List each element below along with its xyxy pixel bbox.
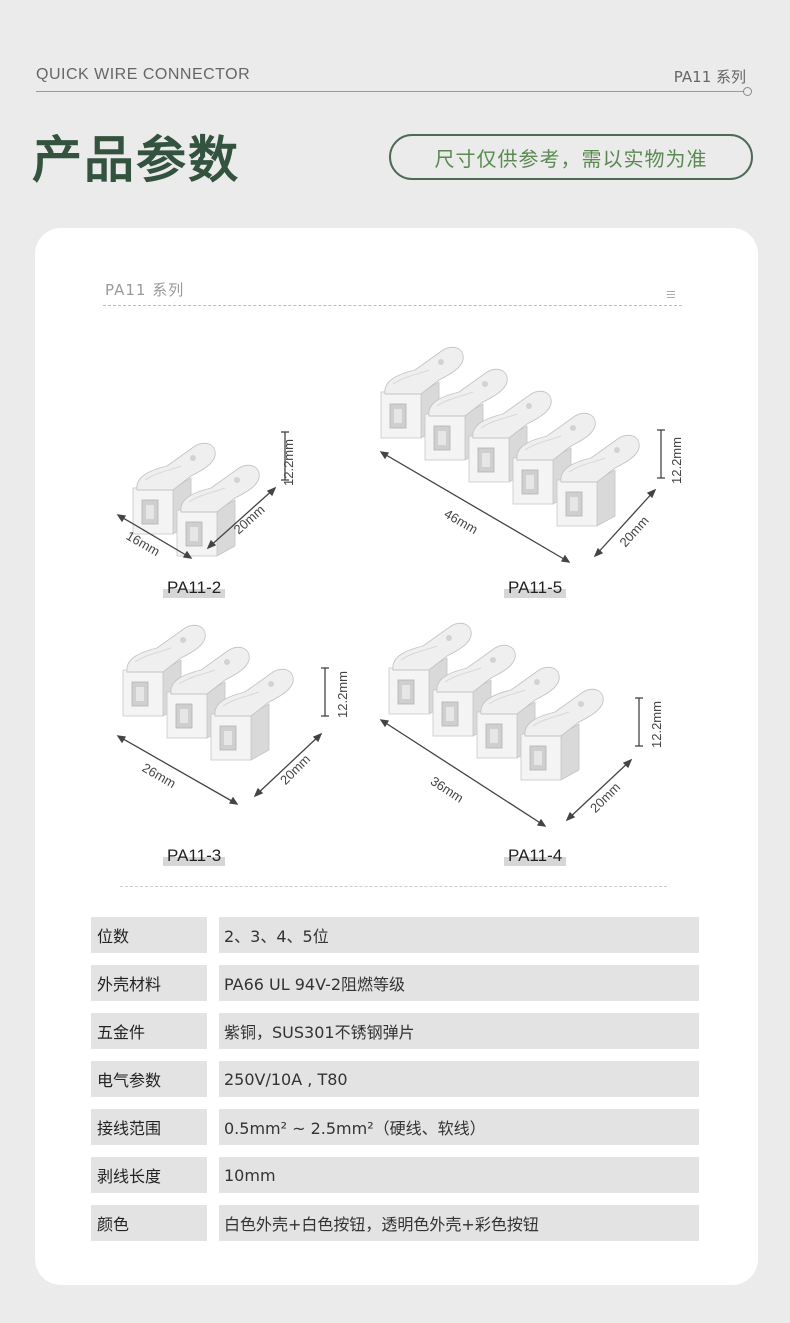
spec-key: 颜色: [91, 1205, 207, 1241]
height-dim-label: 12.2mm: [281, 439, 296, 486]
spec-row: 电气参数 250V/10A , T80: [91, 1061, 699, 1097]
spec-key: 剥线长度: [91, 1157, 207, 1193]
header-label: QUICK WIRE CONNECTOR: [36, 66, 251, 83]
spec-value: 0.5mm² ~ 2.5mm²（硬线、软线）: [219, 1109, 699, 1145]
header-series: PA11 系列: [673, 68, 746, 86]
spec-key: 电气参数: [91, 1061, 207, 1097]
height-dim-label: 12.2mm: [335, 671, 350, 718]
height-dim-label: 12.2mm: [669, 437, 684, 484]
spec-row: 剥线长度 10mm: [91, 1157, 699, 1193]
card-divider-bottom: [120, 886, 667, 887]
model-label-pa11-4: PA11-4: [504, 846, 567, 866]
spec-row: 接线范围 0.5mm² ~ 2.5mm²（硬线、软线）: [91, 1109, 699, 1145]
spec-row: 五金件紫铜，SUS301不锈钢弹片: [91, 1013, 699, 1049]
spec-row: 位数 2、3、4、5位: [91, 917, 699, 953]
dimension-lines: [379, 429, 665, 563]
spec-key: 五金件: [91, 1013, 207, 1049]
spec-key: 位数: [91, 917, 207, 953]
height-dim-label: 12.2mm: [649, 701, 664, 748]
spec-value: PA66 UL 94V-2阻燃等级: [219, 965, 699, 1001]
spec-card: PA11 系列 16mm 20mm 12.2mm PA11-2: [35, 228, 758, 1285]
connector-unit: [210, 668, 294, 761]
spec-row: 颜色白色外壳+白色按钮，透明色外壳+彩色按钮: [91, 1205, 699, 1241]
connector-unit: [388, 622, 472, 715]
spec-value: 紫铜，SUS301不锈钢弹片: [219, 1013, 699, 1049]
connector-unit: [476, 666, 560, 759]
dimension-lines: [116, 667, 329, 805]
dimension-lines: [116, 431, 289, 559]
card-series-label: PA11 系列: [105, 281, 185, 299]
spec-key: 外壳材料: [91, 965, 207, 1001]
connector-illustration: [388, 622, 604, 781]
spec-value: 10mm: [219, 1157, 699, 1193]
model-label-pa11-2: PA11-2: [163, 578, 226, 598]
connector-unit: [122, 624, 206, 717]
header-rule-dot: [743, 87, 752, 96]
spec-value: 白色外壳+白色按钮，透明色外壳+彩色按钮: [219, 1205, 699, 1241]
spec-key: 接线范围: [91, 1109, 207, 1145]
size-note-text: 尺寸仅供参考，需以实物为准: [434, 146, 708, 171]
connector-illustration: [122, 624, 294, 761]
menu-icon: [667, 291, 675, 300]
connector-unit: [380, 346, 464, 439]
model-label-pa11-5: PA11-5: [504, 578, 567, 598]
connector-illustration: [380, 346, 640, 527]
dimension-lines: [379, 697, 643, 827]
size-note-badge: 尺寸仅供参考，需以实物为准: [389, 134, 753, 180]
page-title: 产品参数: [32, 131, 240, 189]
model-label-pa11-3: PA11-3: [163, 846, 226, 866]
spec-value: 250V/10A , T80: [219, 1061, 699, 1097]
connector-unit: [432, 644, 516, 737]
spec-value: 2、3、4、5位: [219, 917, 699, 953]
spec-row: 外壳材料 PA66 UL 94V-2阻燃等级: [91, 965, 699, 1001]
connector-illustration: [132, 442, 260, 557]
connector-unit: [520, 688, 604, 781]
header-rule: [36, 91, 744, 92]
card-divider-top: [103, 305, 682, 306]
connector-unit: [556, 434, 640, 527]
